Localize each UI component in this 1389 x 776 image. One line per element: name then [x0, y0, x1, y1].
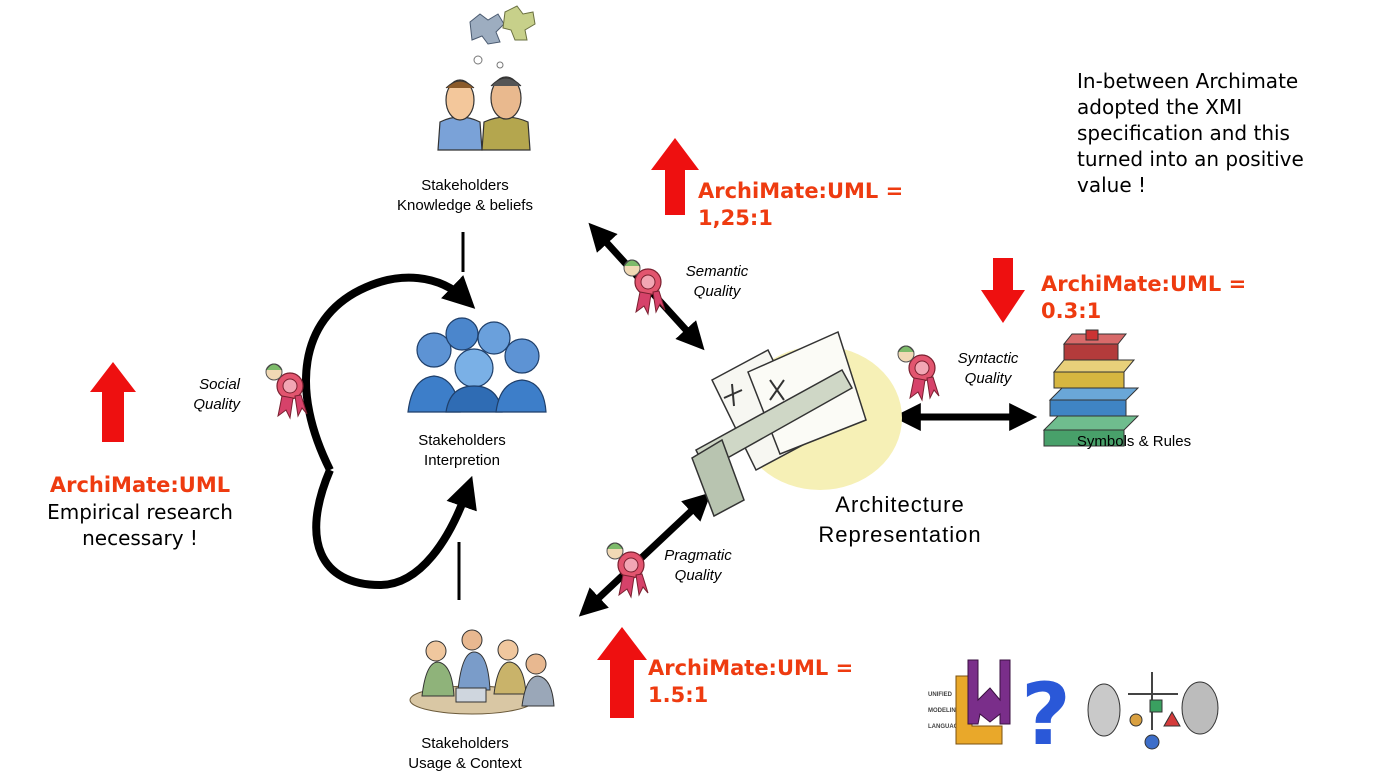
- blueprint-icon: [691, 330, 902, 518]
- semantic-quality-label: Semantic Quality: [672, 262, 762, 302]
- social-quality-ribbon-icon: [265, 363, 308, 419]
- pointing-people-icon: [1087, 672, 1219, 750]
- ratio-value: 1,25:1: [698, 206, 773, 230]
- label-line: Social: [199, 376, 240, 393]
- pragmatic-up-arrow: [597, 627, 647, 718]
- social-ratio: ArchiMate:UML Empirical research necessa…: [0, 472, 280, 551]
- semantic-up-arrow: [651, 138, 699, 215]
- label-line: Quality: [193, 396, 240, 413]
- ratio-label: ArchiMate:UML: [49, 473, 231, 497]
- social-cycle: [302, 273, 477, 590]
- uml-logo-line: MODELING: [928, 708, 961, 714]
- label-line: Stakeholders: [421, 735, 509, 752]
- label-line: Knowledge & beliefs: [397, 197, 533, 214]
- label-line: Architecture: [835, 492, 965, 517]
- label-line: Syntactic: [957, 350, 1019, 367]
- label-line: Stakeholders: [421, 177, 509, 194]
- syntactic-ratio: ArchiMate:UML = 0.3:1: [1041, 271, 1246, 325]
- semantic-ratio: ArchiMate:UML = 1,25:1: [698, 178, 903, 232]
- ratio-label: ArchiMate:UML =: [1041, 272, 1247, 296]
- label-line: Stakeholders: [418, 432, 506, 449]
- architecture-representation-label: Architecture Representation: [770, 490, 1030, 550]
- label-line: Quality: [693, 283, 741, 300]
- svg-text:?: ?: [1021, 665, 1071, 765]
- label-line: Pragmatic: [664, 547, 732, 564]
- uml-logo-line: LANGUAGE: [928, 724, 962, 730]
- interpretation-label: Stakeholders Interpretion: [372, 431, 552, 471]
- ratio-note: Empirical research: [47, 500, 233, 524]
- label-line: Quality: [964, 370, 1012, 387]
- books-stack-icon: [1042, 329, 1140, 447]
- semantic-quality-ribbon-icon: [623, 259, 666, 315]
- ratio-label: ArchiMate:UML =: [698, 179, 904, 203]
- ratio-value: 0.3:1: [1041, 299, 1102, 323]
- usage-context-label: Stakeholders Usage & Context: [375, 734, 555, 774]
- syntactic-down-arrow: [981, 258, 1025, 323]
- social-up-arrow: [90, 362, 136, 442]
- knowledge-beliefs-label: Stakeholders Knowledge & beliefs: [375, 176, 555, 216]
- pragmatic-arrow: [578, 492, 712, 617]
- syntactic-quality-ribbon-icon: [897, 345, 940, 401]
- pragmatic-quality-label: Pragmatic Quality: [650, 546, 746, 586]
- note-line: specification and this: [1077, 121, 1290, 145]
- uml-logo-icon: UNIFIED MODELING LANGUAGE: [928, 659, 1011, 745]
- ratio-note: necessary !: [82, 526, 198, 550]
- thinking-people-icon: [437, 5, 536, 151]
- symbols-rules-label: Symbols & Rules: [1076, 433, 1192, 450]
- label-line: Interpretion: [424, 452, 500, 469]
- ratio-value: 1.5:1: [648, 683, 709, 707]
- label-line: Quality: [674, 567, 722, 584]
- social-quality-label: Social Quality: [178, 375, 240, 415]
- pragmatic-ratio: ArchiMate:UML = 1.5:1: [648, 655, 853, 709]
- syntactic-quality-label: Syntactic Quality: [938, 349, 1038, 389]
- note-line: adopted the XMI: [1077, 95, 1243, 119]
- note-line: value !: [1077, 173, 1147, 197]
- question-mark-icon: ?: [1021, 665, 1071, 765]
- stakeholder-group-icon: [407, 317, 547, 413]
- label-line: Semantic: [685, 263, 749, 280]
- label-line: Representation: [818, 522, 982, 547]
- uml-logo-line: UNIFIED: [928, 692, 953, 698]
- team-meeting-icon: [409, 629, 555, 715]
- note-line: In-between Archimate: [1077, 69, 1299, 93]
- xmi-note: In-between Archimate adopted the XMI spe…: [1077, 68, 1304, 198]
- note-line: turned into an positive: [1077, 147, 1304, 171]
- ratio-label: ArchiMate:UML =: [648, 656, 854, 680]
- label-line: Usage & Context: [408, 755, 522, 772]
